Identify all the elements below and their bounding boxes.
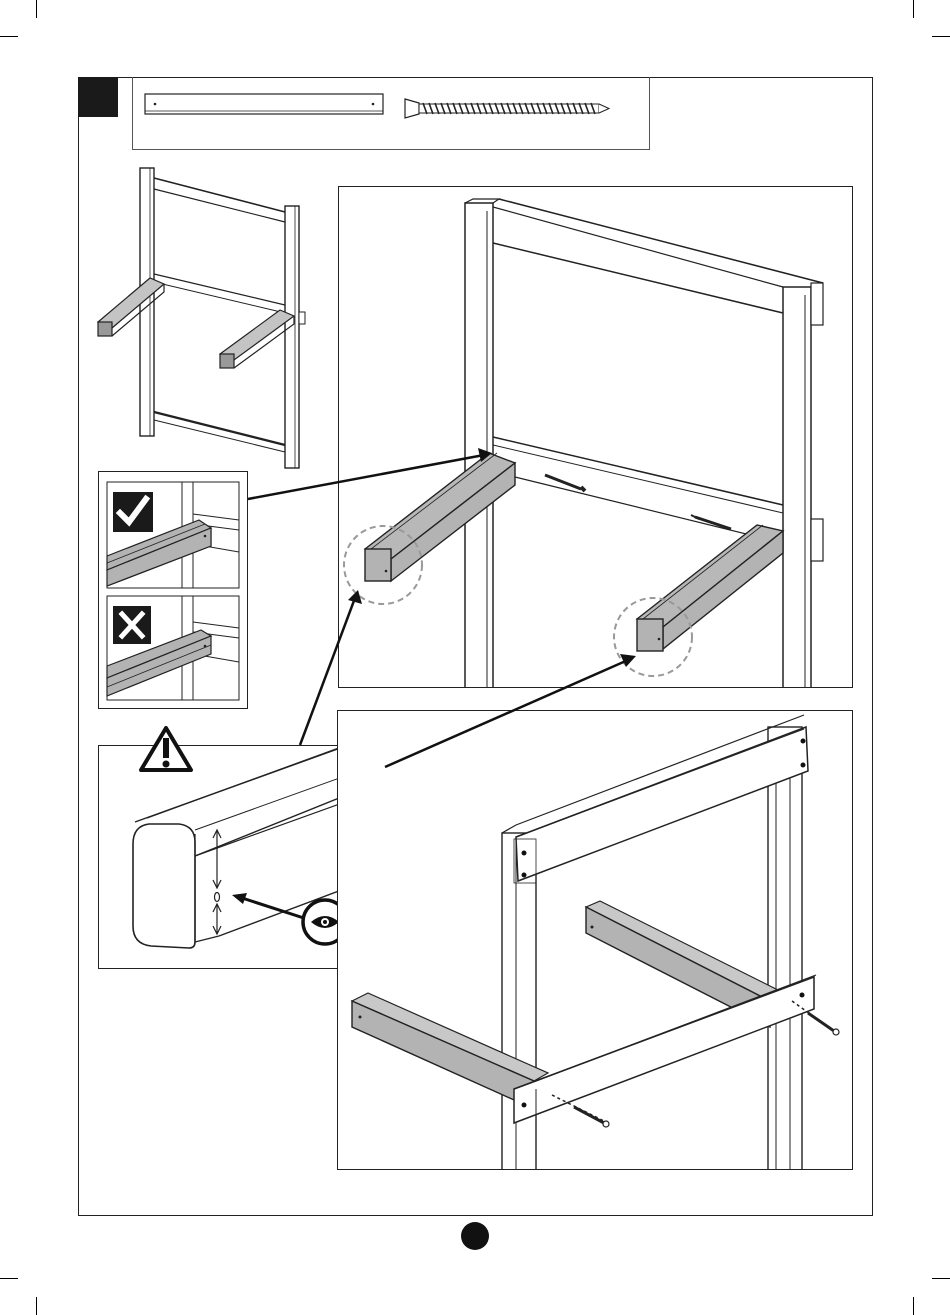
cross-icon <box>113 606 151 644</box>
crop-mark <box>36 1297 37 1315</box>
detail-panel-top <box>338 186 853 688</box>
checkmark-icon <box>113 492 153 532</box>
crop-mark <box>932 36 950 37</box>
screw-icon <box>545 475 731 529</box>
crop-mark <box>932 1278 950 1279</box>
crop-mark <box>0 1278 18 1279</box>
overview-frame-diagram <box>90 162 320 472</box>
orientation-callout <box>98 471 248 709</box>
screw-icon <box>399 93 629 133</box>
parts-box <box>132 77 650 150</box>
warning-triangle-icon <box>138 724 194 774</box>
page-number-dot <box>461 1222 489 1250</box>
step-badge <box>78 77 118 117</box>
crop-mark <box>913 1297 914 1315</box>
crop-mark <box>913 0 914 18</box>
crop-mark <box>0 36 18 37</box>
detail-panel-bottom <box>337 710 853 1170</box>
crop-mark <box>36 0 37 18</box>
